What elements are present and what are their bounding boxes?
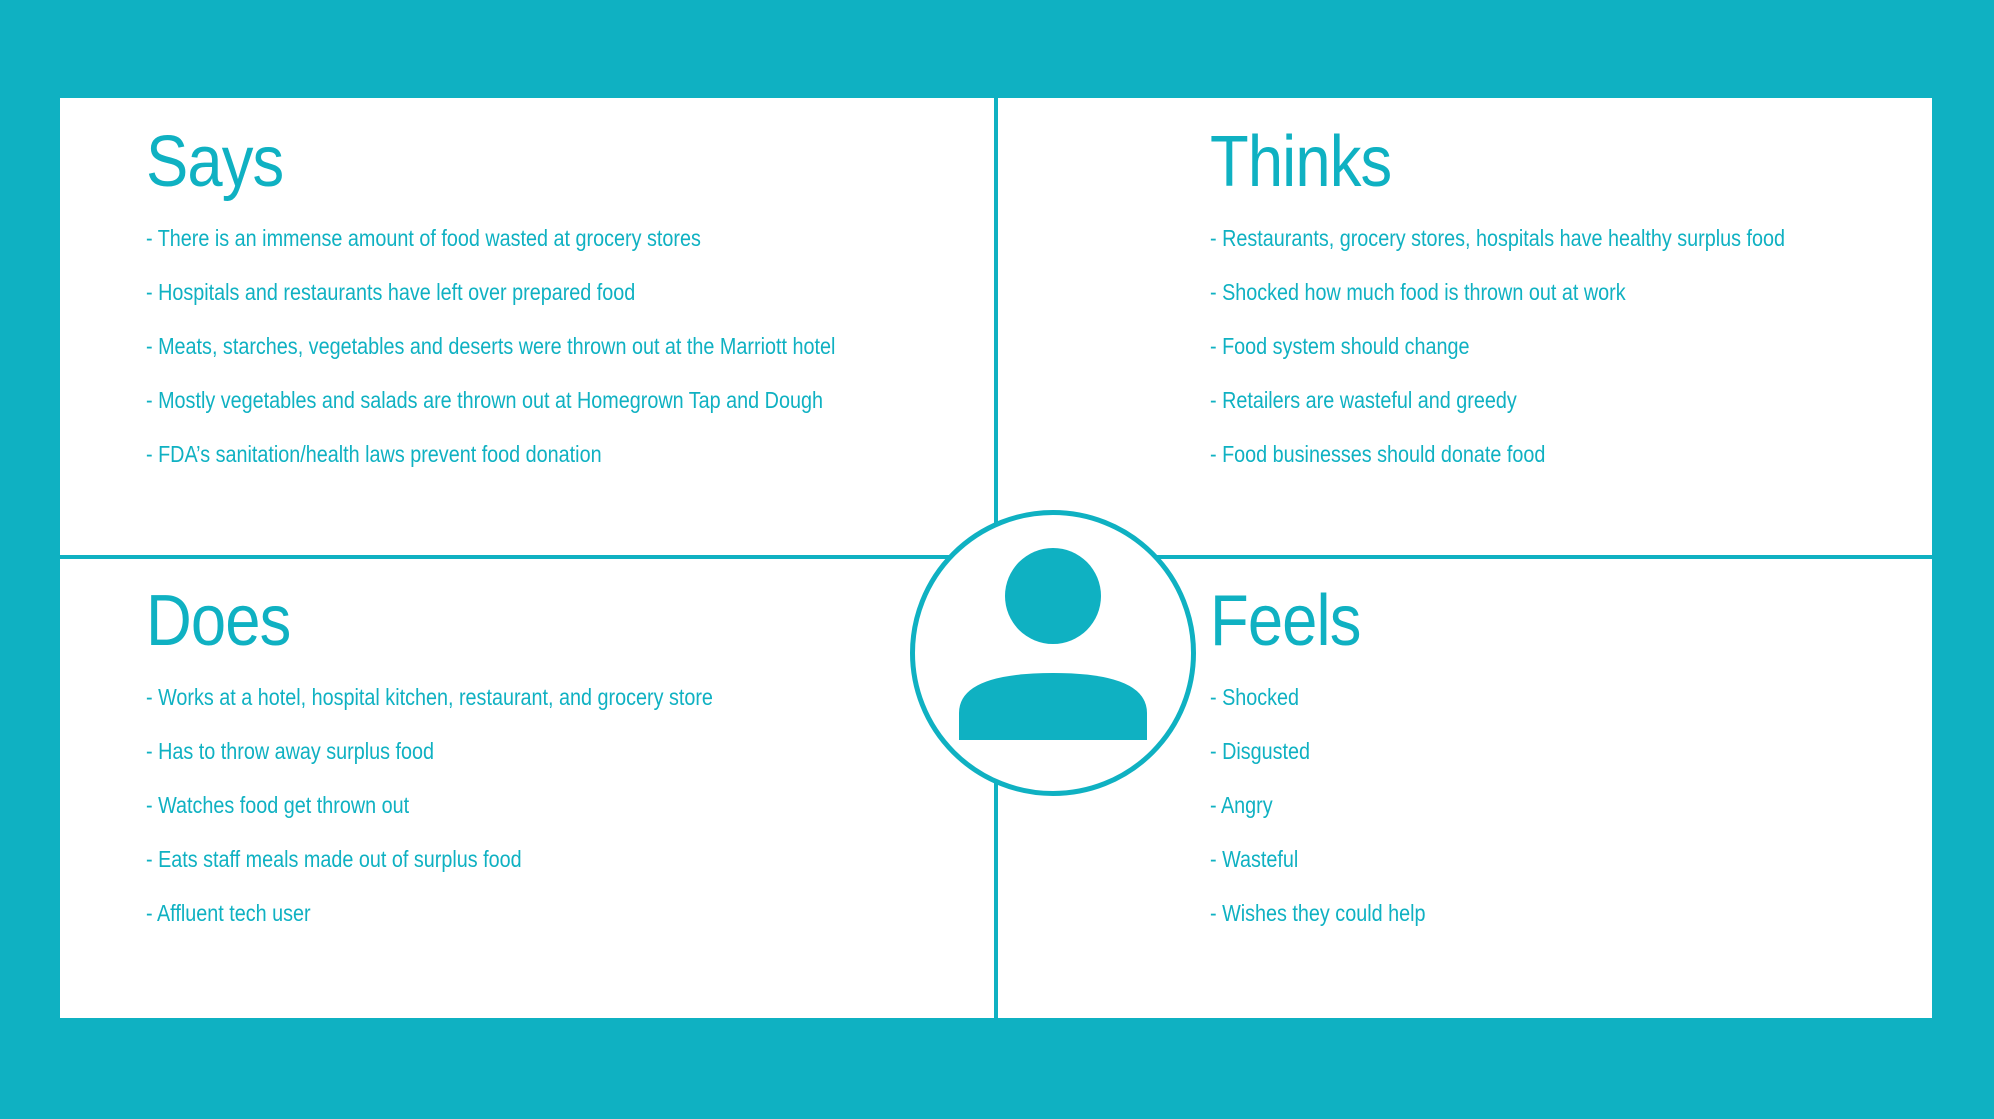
thinks-list: - Restaurants, grocery stores, hospitals…	[1210, 226, 1879, 471]
says-title: Says	[146, 122, 284, 202]
list-item: - Affluent tech user	[146, 900, 311, 926]
list-item: - Has to throw away surplus food	[146, 738, 435, 764]
thinks-quadrant: Thinks - Restaurants, grocery stores, ho…	[1210, 122, 1879, 496]
list-item: - Meats, starches, vegetables and desert…	[146, 333, 836, 359]
list-item: - Food businesses should donate food	[1210, 441, 1546, 467]
list-item: - FDA’s sanitation/health laws prevent f…	[146, 441, 602, 467]
avatar	[910, 510, 1196, 796]
list-item: - Retailers are wasteful and greedy	[1210, 387, 1517, 413]
list-item: - Shocked	[1210, 684, 1300, 710]
does-quadrant: Does - Works at a hotel, hospital kitche…	[146, 581, 805, 955]
feels-title: Feels	[1210, 581, 1361, 661]
does-title: Does	[146, 581, 291, 661]
list-item: - Watches food get thrown out	[146, 792, 410, 818]
list-item: - Mostly vegetables and salads are throw…	[146, 387, 823, 413]
empathy-map-board: Says - There is an immense amount of foo…	[60, 98, 1932, 1018]
feels-list: - Shocked - Disgusted - Angry - Wasteful…	[1210, 685, 1461, 930]
list-item: - Hospitals and restaurants have left ov…	[146, 279, 636, 305]
list-item: - Angry	[1210, 792, 1273, 818]
says-list: - There is an immense amount of food was…	[146, 226, 948, 471]
list-item: - Restaurants, grocery stores, hospitals…	[1210, 225, 1786, 251]
person-body	[959, 673, 1147, 740]
list-item: - Wishes they could help	[1210, 900, 1426, 926]
says-quadrant: Says - There is an immense amount of foo…	[146, 122, 948, 496]
list-item: - Eats staff meals made out of surplus f…	[146, 846, 522, 872]
does-list: - Works at a hotel, hospital kitchen, re…	[146, 685, 805, 930]
list-item: - Works at a hotel, hospital kitchen, re…	[146, 684, 713, 710]
person-head	[1005, 548, 1101, 644]
list-item: - There is an immense amount of food was…	[146, 225, 701, 251]
list-item: - Disgusted	[1210, 738, 1311, 764]
list-item: - Food system should change	[1210, 333, 1470, 359]
list-item: - Shocked how much food is thrown out at…	[1210, 279, 1626, 305]
feels-quadrant: Feels - Shocked - Disgusted - Angry - Wa…	[1210, 581, 1461, 955]
list-item: - Wasteful	[1210, 846, 1299, 872]
person-icon	[959, 548, 1147, 740]
thinks-title: Thinks	[1210, 122, 1392, 202]
